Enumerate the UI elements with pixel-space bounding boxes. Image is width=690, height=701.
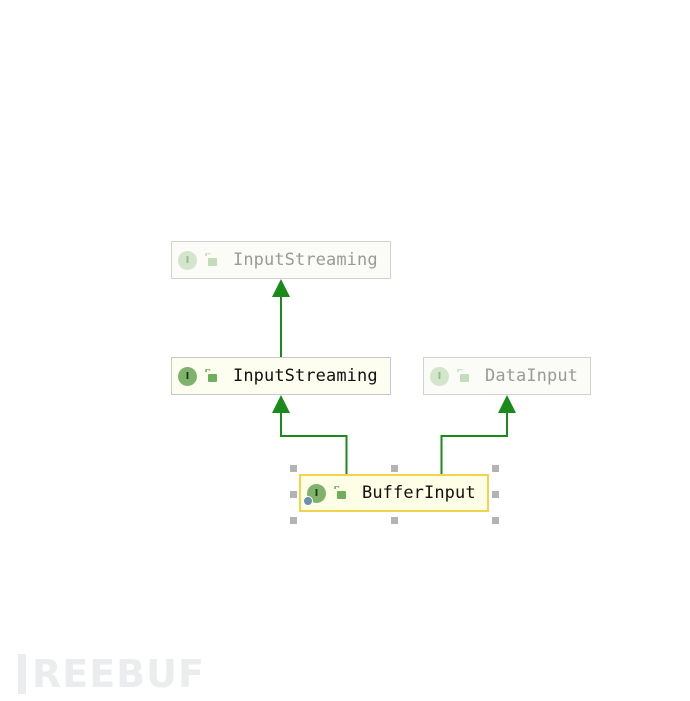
- node-inputstreaming-parent[interactable]: I InputStreaming: [171, 241, 391, 279]
- selection-handle-middle-right[interactable]: [492, 491, 499, 498]
- selection-handle-bottom-left[interactable]: [290, 517, 297, 524]
- selection-handle-top-middle[interactable]: [391, 465, 398, 472]
- selection-handle-middle-left[interactable]: [290, 491, 297, 498]
- interface-icon: I: [178, 250, 197, 270]
- node-label: DataInput: [485, 366, 579, 386]
- lock-open-icon: [205, 253, 218, 267]
- interface-icon: I: [303, 483, 326, 506]
- override-marker-icon: [303, 495, 313, 506]
- arrowhead-n4-n3: [498, 395, 516, 413]
- inheritance-edge-n4-n3: [440, 413, 508, 474]
- inheritance-edge-n4-n2: [280, 413, 348, 474]
- selection-handle-top-right[interactable]: [492, 465, 499, 472]
- watermark: REEBUF: [18, 652, 205, 696]
- node-label: InputStreaming: [233, 250, 378, 270]
- lock-open-icon: [334, 486, 347, 500]
- watermark-bar: [18, 654, 26, 694]
- node-label: BufferInput: [362, 483, 476, 503]
- interface-icon: I: [178, 366, 197, 386]
- node-inputstreaming[interactable]: I InputStreaming: [171, 357, 391, 395]
- lock-open-icon: [205, 369, 218, 383]
- watermark-text: REEBUF: [32, 652, 205, 696]
- selection-handle-top-left[interactable]: [290, 465, 297, 472]
- lock-open-icon: [457, 369, 470, 383]
- selection-handle-bottom-middle[interactable]: [391, 517, 398, 524]
- node-datainput[interactable]: I DataInput: [423, 357, 591, 395]
- node-bufferinput[interactable]: I BufferInput: [299, 474, 489, 512]
- node-label: InputStreaming: [233, 366, 378, 386]
- arrowhead-n2-n1: [272, 279, 290, 297]
- interface-icon: I: [430, 366, 449, 386]
- arrowhead-n4-n2: [272, 395, 290, 413]
- selection-handle-bottom-right[interactable]: [492, 517, 499, 524]
